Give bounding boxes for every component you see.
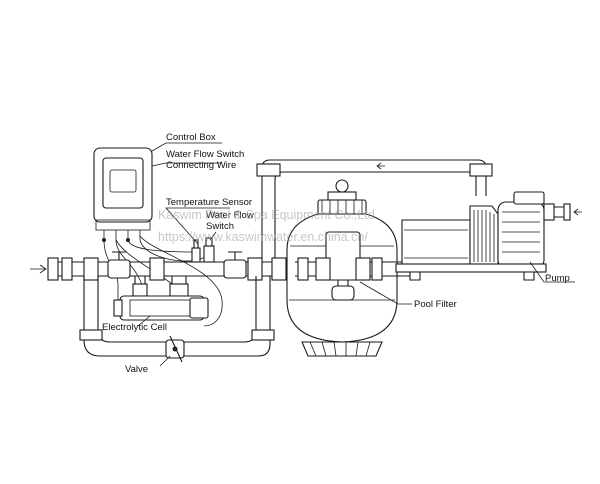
control-box — [93, 147, 153, 242]
main-pipe-left — [30, 257, 295, 281]
label-electrolytic-cell: Electrolytic Cell — [102, 322, 167, 333]
top-return-pipe — [256, 159, 493, 270]
watermark-url: https://www.kaswimwater.en.china.cn/ — [158, 230, 368, 244]
main-pipe-valve-right — [223, 251, 247, 279]
water-flow-switch — [203, 237, 215, 263]
label-temperature-sensor: Temperature Sensor — [166, 197, 252, 208]
pool-filter — [286, 179, 398, 357]
label-pump: Pump — [545, 273, 570, 284]
pump — [395, 191, 582, 281]
label-pool-filter: Pool Filter — [414, 299, 457, 310]
label-control-box: Control Box — [166, 132, 216, 143]
label-water-flow-switch-2: Switch — [206, 221, 234, 232]
electrolytic-cell — [113, 276, 209, 321]
bypass-valve — [165, 335, 185, 363]
label-valve: Valve — [125, 364, 148, 375]
label-water-flow-switch-wire-2: Connecting Wire — [166, 160, 236, 171]
main-pipe-valve-left — [107, 251, 131, 279]
leader-lines — [137, 142, 575, 367]
label-water-flow-switch-1: Water Flow — [206, 210, 254, 221]
watermark-company: Kaswim Pool & Spa Equipment Co.,Ltd — [158, 208, 375, 222]
label-water-flow-switch-wire-1: Water Flow Switch — [166, 149, 244, 160]
